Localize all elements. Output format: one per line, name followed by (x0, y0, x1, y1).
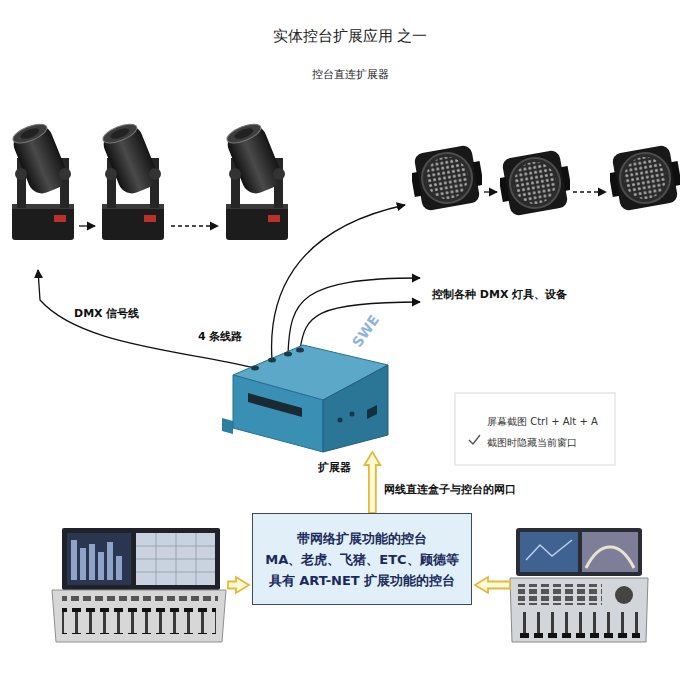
led-dot (350, 412, 355, 417)
label-slot: 控台直连扩展器 (0, 63, 700, 82)
lighting-console (510, 528, 648, 642)
subtitle: 控台直连扩展器 (312, 67, 389, 82)
box-line: 具有 ART-NET 扩展功能的控台 (269, 570, 456, 591)
moving-head-light (9, 120, 74, 240)
console-deck (52, 590, 226, 642)
node-label: 屏幕截图 Ctrl + Alt + A (487, 416, 598, 427)
led-dot (338, 418, 343, 423)
watermark: SWE (349, 312, 382, 350)
par-light (495, 148, 574, 217)
cable-note: 网线直连盒子与控台的网口 (384, 482, 516, 497)
box-front (233, 375, 323, 452)
dmx-wire (300, 302, 420, 350)
key-grid (518, 584, 602, 605)
chain-arrow (171, 225, 218, 226)
console-deck (510, 578, 648, 642)
device-label: 控制各种 DMX 灯具、设备 (432, 287, 567, 302)
label-slot: 网线直连盒子与控台的网口 (384, 478, 516, 497)
console-feed-arrow (228, 577, 249, 593)
dmx-port (251, 366, 259, 371)
dmx-port (268, 358, 276, 363)
dmx-wire (272, 205, 405, 360)
screen (582, 532, 638, 572)
screen-faders (71, 540, 122, 580)
label-slot: 控制各种 DMX 灯具、设备 (432, 283, 567, 302)
label-slot: SWE (348, 321, 383, 340)
text-slot: 截图时隐藏当前窗口 (487, 431, 577, 450)
extender-box: 扩展器 (228, 340, 393, 452)
key-row (62, 595, 218, 602)
fader-bank (62, 608, 216, 634)
screen-graphic (586, 547, 634, 568)
dmx-wire (288, 278, 420, 354)
label-slot: DMX 信号线 (74, 302, 139, 321)
screen-grid (136, 533, 215, 585)
network-port (367, 405, 377, 419)
chain-arrow (573, 191, 606, 192)
trackball (615, 586, 633, 604)
popup-panel (455, 393, 615, 465)
screenshot-popup: 屏幕截图 Ctrl + Alt + A 截图时隐藏当前窗口 (455, 393, 615, 465)
diagram-title: 实体控台扩展应用 之一 (273, 27, 428, 45)
chain-arrow (484, 191, 497, 192)
title-slot: 实体控台扩展应用 之一 (0, 26, 700, 46)
screen (67, 533, 131, 585)
mount-ear (222, 418, 233, 434)
dmx-wire (38, 270, 255, 368)
chain-arrow (79, 225, 95, 226)
lighting-console (52, 528, 226, 642)
par-light (605, 143, 684, 212)
label-slot: 4 条线路 (198, 325, 242, 344)
screen-housing (62, 528, 220, 590)
dmx-port (296, 348, 304, 353)
moving-head-light (99, 120, 164, 240)
line-count-label: 4 条线路 (198, 329, 242, 344)
dmx-port (284, 352, 292, 357)
extender-illustration (222, 345, 388, 452)
network-cable-arrow (364, 452, 380, 513)
signal-label: DMX 信号线 (74, 306, 139, 321)
console-feed-arrow (475, 577, 510, 593)
par-light (407, 143, 486, 212)
screen (520, 532, 578, 572)
check-mark (469, 435, 480, 444)
node-label: 截图时隐藏当前窗口 (487, 437, 577, 448)
node-label: 扩展器 (318, 461, 351, 474)
box-line: MA、老虎、飞猪、ETC、顾德等 (265, 549, 458, 570)
screen-housing (516, 528, 642, 576)
screen (136, 533, 215, 585)
moving-head-light (223, 120, 288, 240)
text-slot: 扩展器 (318, 456, 351, 475)
text-slot: 屏幕截图 Ctrl + Alt + A (487, 410, 598, 429)
console-box: 带网络扩展功能的控台MA、老虎、飞猪、ETC、顾德等具有 ART-NET 扩展功… (252, 513, 472, 605)
fader-bank (518, 612, 640, 638)
screen-graphic (526, 540, 572, 560)
box-side (323, 365, 388, 452)
box-heading: 带网络扩展功能的控台 (297, 528, 427, 549)
display-window (248, 393, 302, 417)
